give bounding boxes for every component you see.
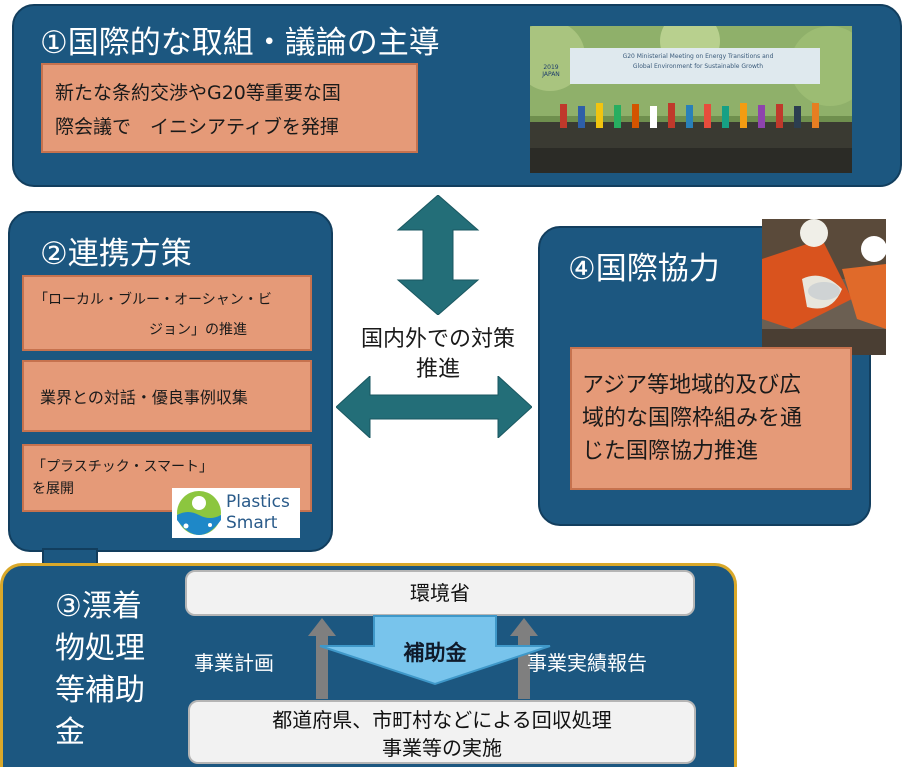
business-plan-label: 事業計画: [194, 651, 274, 675]
g20-meeting-photo: G20 Ministerial Meeting on Energy Transi…: [530, 26, 852, 173]
local-government-line1: 都道府県、市町村などによる回収処理: [272, 708, 612, 732]
panel2-box1-line1: 「ローカル・ブルー・オーシャン・ビ: [34, 292, 272, 308]
panel3-title-line3: 等補助: [55, 673, 145, 708]
panel1-text-box: 新たな条約交渉やG20等重要な国 際会議で イニシアティブを発揮: [41, 63, 418, 153]
plastics-smart-icon: [177, 491, 221, 535]
vertical-double-arrow: [396, 195, 480, 315]
photo-banner-line2: Global Environment for Sustainable Growt…: [632, 63, 764, 70]
panel4-box-line3: じた国際協力推進: [582, 439, 759, 464]
panel1-box-line2: 際会議で イニシアティブを発揮: [55, 116, 339, 138]
panel3-title-line4: 金: [55, 715, 85, 750]
subsidy-label: 補助金: [403, 641, 467, 665]
panel2-box3-line1: 「プラスチック・スマート」: [32, 459, 214, 475]
plastics-smart-text-line1: Plastics: [226, 492, 290, 512]
photo-banner-line1: G20 Ministerial Meeting on Energy Transi…: [622, 53, 774, 60]
panel4-box-line1: アジア等地域的及び広: [582, 373, 802, 398]
local-government-line2: 事業等の実施: [382, 736, 502, 760]
panel3-title: ③漂着 物処理 等補助 金: [55, 586, 145, 754]
horizontal-double-arrow: [336, 376, 532, 438]
panel1-box-line1: 新たな条約交渉やG20等重要な国: [55, 82, 341, 104]
panel3-title-line2: 物処理: [55, 631, 145, 666]
panel4-text-box: アジア等地域的及び広 域的な国際枠組みを通 じた国際協力推進: [570, 347, 852, 490]
panel4-title: ④国際協力: [568, 251, 720, 287]
business-report-label: 事業実績報告: [527, 651, 647, 675]
panel3-title-line1: ③漂着: [55, 589, 142, 624]
panel2-title: ②連携方策: [40, 236, 192, 272]
panel2-box-industry-dialogue: 業界との対話・優良事例収集: [22, 360, 312, 432]
panel2-box1-line2: ジョン」の推進: [149, 322, 247, 338]
plastics-smart-logo: Plastics Smart: [172, 488, 300, 538]
ministry-label: 環境省: [410, 581, 470, 605]
center-label-line2: 推進: [415, 357, 460, 382]
panel2-box-local-blue-ocean: 「ローカル・ブルー・オーシャン・ビ ジョン」の推進: [22, 275, 312, 351]
panel4-box-line2: 域的な国際枠組みを通: [582, 406, 803, 431]
ministry-box: 環境省: [185, 570, 695, 616]
photo-g20-logo: 2019 JAPAN: [542, 64, 560, 78]
field-work-photo: [762, 219, 886, 355]
panel1-title: ①国際的な取組・議論の主導: [40, 25, 440, 61]
center-label-line1: 国内外での対策: [360, 327, 515, 352]
center-label: 国内外での対策 推進: [332, 325, 544, 385]
panel2-box3-line2: を展開: [32, 481, 74, 497]
local-government-box: 都道府県、市町村などによる回収処理 事業等の実施: [188, 700, 696, 764]
plastics-smart-text-line2: Smart: [226, 513, 278, 533]
subsidy-flow-arrows: [308, 615, 551, 699]
panel2-box2-text: 業界との対話・優良事例収集: [40, 388, 248, 407]
